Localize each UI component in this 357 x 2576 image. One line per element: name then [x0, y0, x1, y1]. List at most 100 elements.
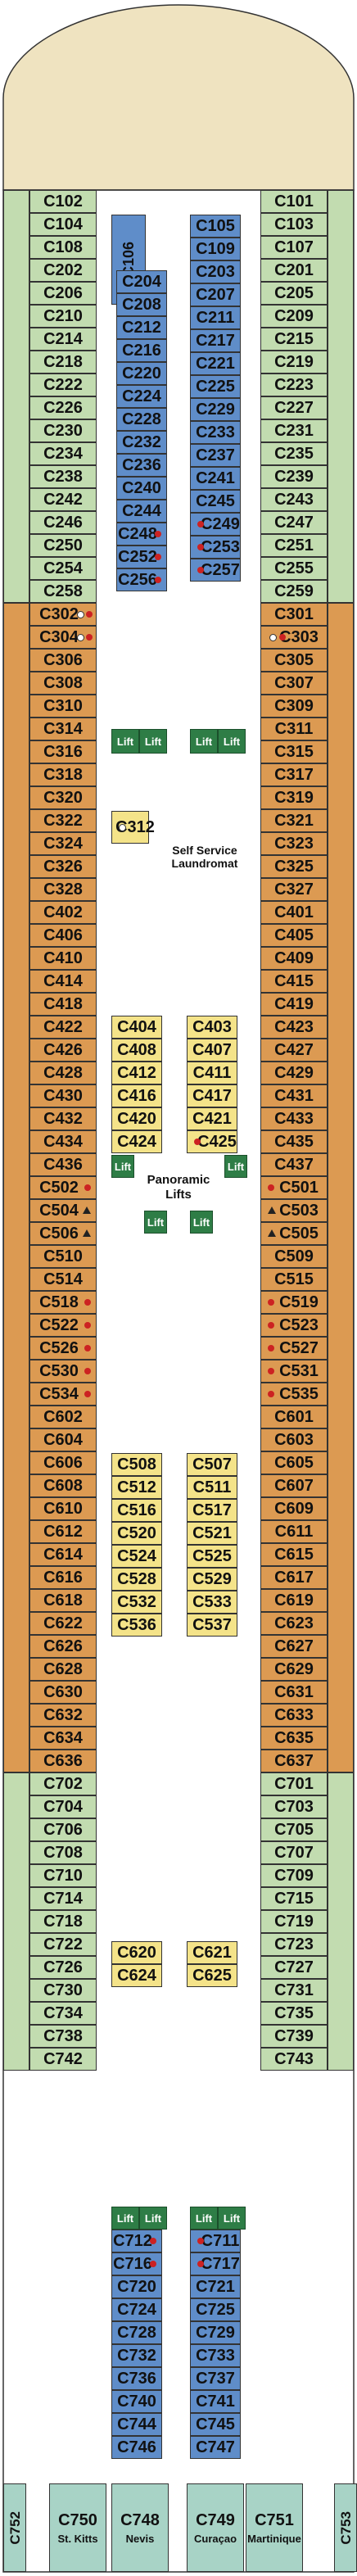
cabin-c736[interactable]: C736	[111, 2367, 162, 2390]
cabin-c617[interactable]: C617	[260, 1566, 328, 1589]
cabin-c253[interactable]: C253	[190, 536, 241, 559]
cabin-c707[interactable]: C707	[260, 1841, 328, 1864]
cabin-c710[interactable]: C710	[29, 1864, 97, 1887]
cabin-c437[interactable]: C437	[260, 1153, 328, 1176]
cabin-c205[interactable]: C205	[260, 282, 328, 305]
cabin-c220[interactable]: C220	[116, 362, 167, 385]
cabin-c305[interactable]: C305	[260, 649, 328, 672]
cabin-c242[interactable]: C242	[29, 488, 97, 511]
cabin-c525[interactable]: C525	[187, 1545, 237, 1568]
cabin-c204[interactable]: C204	[116, 270, 167, 293]
cabin-c720[interactable]: C720	[111, 2275, 162, 2298]
cabin-c517[interactable]: C517	[187, 1499, 237, 1522]
cabin-c534[interactable]: C534	[29, 1383, 97, 1406]
cabin-c621[interactable]: C621	[187, 1941, 237, 1964]
cabin-c723[interactable]: C723	[260, 1933, 328, 1956]
cabin-c714[interactable]: C714	[29, 1887, 97, 1910]
cabin-c428[interactable]: C428	[29, 1062, 97, 1084]
cabin-c328[interactable]: C328	[29, 878, 97, 901]
cabin-c250[interactable]: C250	[29, 534, 97, 557]
cabin-c225[interactable]: C225	[190, 375, 241, 398]
cabin-c535[interactable]: C535	[260, 1383, 328, 1406]
cabin-c511[interactable]: C511	[187, 1476, 237, 1499]
cabin-c632[interactable]: C632	[29, 1704, 97, 1727]
cabin-c711[interactable]: C711	[190, 2230, 241, 2252]
cabin-c725[interactable]: C725	[190, 2298, 241, 2321]
cabin-c312[interactable]: C312	[111, 811, 155, 844]
cabin-c219[interactable]: C219	[260, 351, 328, 373]
cabin-c722[interactable]: C722	[29, 1933, 97, 1956]
cabin-c612[interactable]: C612	[29, 1520, 97, 1543]
cabin-c319[interactable]: C319	[260, 786, 328, 809]
cabin-c243[interactable]: C243	[260, 488, 328, 511]
cabin-c518[interactable]: C518	[29, 1291, 97, 1314]
cabin-c321[interactable]: C321	[260, 809, 328, 832]
cabin-c249[interactable]: C249	[190, 513, 241, 536]
cabin-c508[interactable]: C508	[111, 1453, 162, 1476]
cabin-c301[interactable]: C301	[260, 603, 328, 626]
cabin-c410[interactable]: C410	[29, 947, 97, 970]
cabin-c235[interactable]: C235	[260, 442, 328, 465]
cabin-c251[interactable]: C251	[260, 534, 328, 557]
cabin-c401[interactable]: C401	[260, 901, 328, 924]
cabin-c732[interactable]: C732	[111, 2344, 162, 2367]
cabin-c324[interactable]: C324	[29, 832, 97, 855]
cabin-c726[interactable]: C726	[29, 1956, 97, 1979]
cabin-c422[interactable]: C422	[29, 1016, 97, 1039]
cabin-c728[interactable]: C728	[111, 2321, 162, 2344]
cabin-c412[interactable]: C412	[111, 1062, 162, 1084]
cabin-c526[interactable]: C526	[29, 1337, 97, 1360]
cabin-c516[interactable]: C516	[111, 1499, 162, 1522]
cabin-c637[interactable]: C637	[260, 1750, 328, 1772]
cabin-c738[interactable]: C738	[29, 2025, 97, 2048]
cabin-c256[interactable]: C256	[116, 568, 167, 591]
cabin-c245[interactable]: C245	[190, 490, 241, 513]
cabin-c241[interactable]: C241	[190, 467, 241, 490]
cabin-c231[interactable]: C231	[260, 419, 328, 442]
cabin-c724[interactable]: C724	[111, 2298, 162, 2321]
cabin-c624[interactable]: C624	[111, 1964, 162, 1987]
cabin-c529[interactable]: C529	[187, 1568, 237, 1591]
cabin-c435[interactable]: C435	[260, 1130, 328, 1153]
cabin-c601[interactable]: C601	[260, 1406, 328, 1428]
cabin-c531[interactable]: C531	[260, 1360, 328, 1383]
cabin-c407[interactable]: C407	[187, 1039, 237, 1062]
cabin-c735[interactable]: C735	[260, 2002, 328, 2025]
cabin-c731[interactable]: C731	[260, 1979, 328, 2002]
cabin-c244[interactable]: C244	[116, 500, 167, 523]
cabin-c323[interactable]: C323	[260, 832, 328, 855]
cabin-c608[interactable]: C608	[29, 1474, 97, 1497]
cabin-c734[interactable]: C734	[29, 2002, 97, 2025]
cabin-c304[interactable]: C304	[29, 626, 97, 649]
cabin-c712[interactable]: C712	[111, 2230, 162, 2252]
cabin-c627[interactable]: C627	[260, 1635, 328, 1658]
cabin-c430[interactable]: C430	[29, 1084, 97, 1107]
cabin-c733[interactable]: C733	[190, 2344, 241, 2367]
cabin-c709[interactable]: C709	[260, 1864, 328, 1887]
cabin-c252[interactable]: C252	[116, 546, 167, 568]
cabin-c514[interactable]: C514	[29, 1268, 97, 1291]
cabin-c104[interactable]: C104	[29, 213, 97, 236]
cabin-c309[interactable]: C309	[260, 695, 328, 718]
cabin-c426[interactable]: C426	[29, 1039, 97, 1062]
cabin-c715[interactable]: C715	[260, 1887, 328, 1910]
cabin-c240[interactable]: C240	[116, 477, 167, 500]
cabin-c703[interactable]: C703	[260, 1795, 328, 1818]
cabin-c623[interactable]: C623	[260, 1612, 328, 1635]
cabin-c421[interactable]: C421	[187, 1107, 237, 1130]
cabin-c259[interactable]: C259	[260, 580, 328, 603]
cabin-c246[interactable]: C246	[29, 511, 97, 534]
cabin-c602[interactable]: C602	[29, 1406, 97, 1428]
cabin-c226[interactable]: C226	[29, 396, 97, 419]
cabin-c746[interactable]: C746	[111, 2436, 162, 2459]
cabin-c615[interactable]: C615	[260, 1543, 328, 1566]
cabin-c740[interactable]: C740	[111, 2390, 162, 2413]
cabin-c232[interactable]: C232	[116, 431, 167, 454]
cabin-c506[interactable]: C506	[29, 1222, 97, 1245]
cabin-c408[interactable]: C408	[111, 1039, 162, 1062]
cabin-c415[interactable]: C415	[260, 970, 328, 993]
cabin-c741[interactable]: C741	[190, 2390, 241, 2413]
cabin-c616[interactable]: C616	[29, 1566, 97, 1589]
cabin-c322[interactable]: C322	[29, 809, 97, 832]
cabin-c605[interactable]: C605	[260, 1451, 328, 1474]
